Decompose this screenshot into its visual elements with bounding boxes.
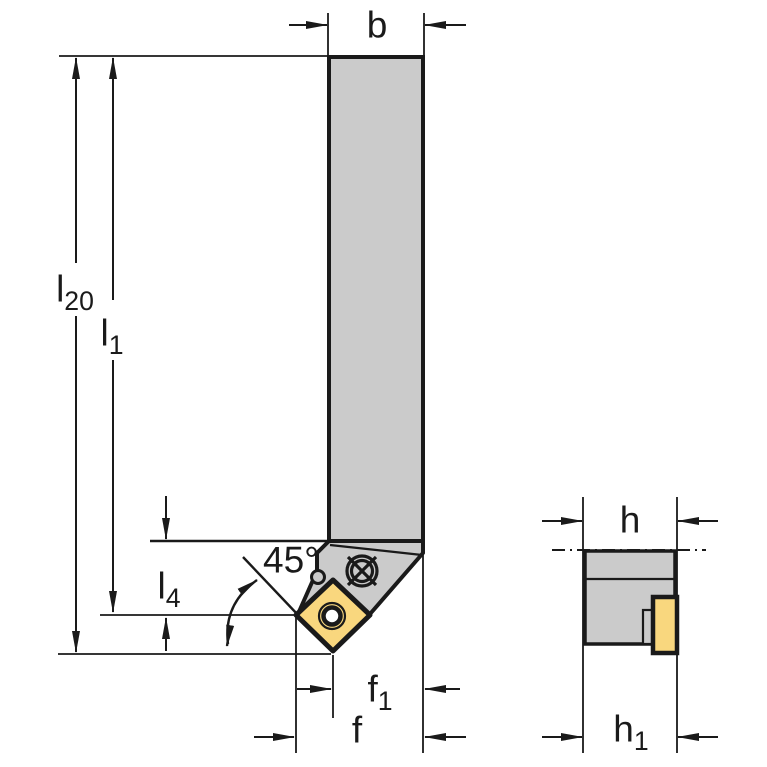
dim-angle-45 xyxy=(225,556,300,647)
dim-label-f1: f1 xyxy=(367,668,393,716)
dim-label-b: b xyxy=(366,4,388,46)
dim-label-l4: l4 xyxy=(157,565,181,613)
dim-l20 xyxy=(59,55,329,653)
end-view-insert xyxy=(650,594,680,656)
dim-label-h1: h1 xyxy=(613,708,649,756)
dim-f1 xyxy=(297,553,460,753)
dim-label-f: f xyxy=(351,709,363,751)
insert-hole-outer xyxy=(317,601,347,631)
dim-label-angle: 45° xyxy=(263,539,319,581)
front-view xyxy=(150,55,425,654)
clamp-edge-line xyxy=(329,543,423,557)
clamp-screw-icon xyxy=(345,554,379,588)
relief-notch xyxy=(310,569,326,585)
dim-b xyxy=(289,13,466,55)
dim-label-h: h xyxy=(619,499,641,541)
dim-label-l1: l1 xyxy=(100,312,124,360)
shank xyxy=(327,55,425,543)
end-view xyxy=(552,497,706,753)
dim-f xyxy=(254,616,466,753)
insert-hole xyxy=(321,605,343,627)
dim-l1 xyxy=(100,57,295,616)
dim-label-l20: l20 xyxy=(56,268,94,316)
